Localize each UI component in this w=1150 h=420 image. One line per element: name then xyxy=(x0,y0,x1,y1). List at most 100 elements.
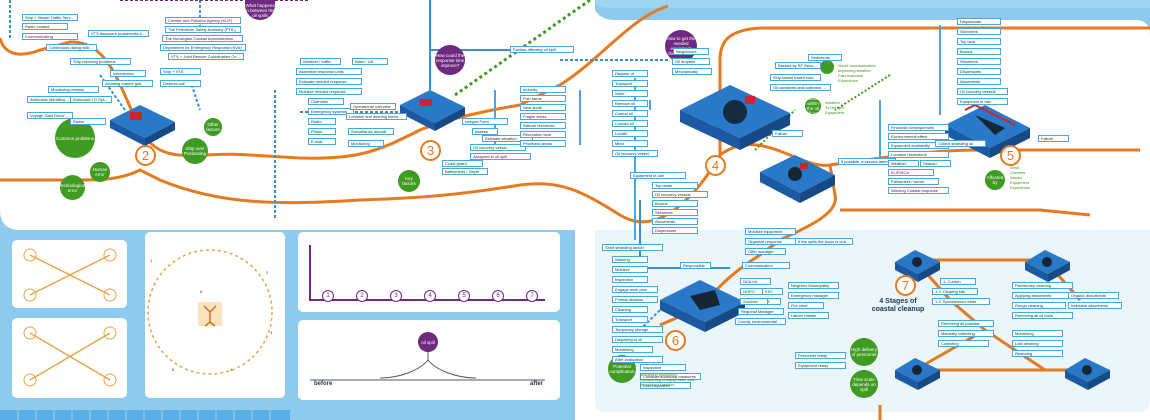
human-error-circle: Human error xyxy=(90,162,110,182)
s4-right-4-box: Failure xyxy=(772,130,803,137)
stage-number-5: 5 xyxy=(1000,145,1021,166)
s5-boxes-5-box: Dispersants xyxy=(957,68,1001,75)
s5-boxes-3-box: Booms xyxy=(957,48,1001,55)
timeline-step-4: 4 xyxy=(424,290,436,302)
spill-circle: oil spill xyxy=(418,332,438,352)
s5-green_list-3: Equipment xyxy=(1010,180,1030,185)
s2-orgs-5-box: Ship + VTS xyxy=(160,68,201,75)
s2-boxes-8-box: Monitoring vessels xyxy=(48,86,99,93)
s4-equip-6-box: Dispersants xyxy=(652,227,698,234)
spill-label: oil spill xyxy=(421,339,435,345)
s6-comm-13-box: Regional Manager xyxy=(738,308,784,315)
s7-right-6-box: Monitoring xyxy=(1012,330,1063,337)
s4-equip-1-box: Top lands xyxy=(652,182,698,189)
stage-number-4: 4 xyxy=(705,155,726,176)
stage7-title: 4 Stages of coastal cleanup xyxy=(871,298,925,313)
s4-green-1: To big spill xyxy=(825,105,844,110)
s7-right-3-box: Rough cleaning xyxy=(1012,302,1066,309)
s6-green-text: Mobilizing personnel, transporting of eq… xyxy=(640,372,695,387)
time-scale-text: Time scale depends on spill xyxy=(852,376,876,392)
s4-col-2-box: Store xyxy=(612,90,648,97)
panel-cross-2 xyxy=(12,318,127,398)
s6-comm-2-box: Offer manager xyxy=(745,248,786,255)
technological-error-circle: Technological error xyxy=(59,175,86,200)
s5-boxes-10-box: Environmental effect xyxy=(888,133,949,140)
s3-boxes-13-box: Monitoring xyxy=(348,140,384,147)
high-delivery-text: High delivery of personnel xyxy=(850,347,877,357)
s3-areas-5-box: Recreation land xyxy=(520,131,566,138)
s7-right-2-box: Organic absorbents xyxy=(1068,292,1119,299)
s3-areas-4-box: Natural resources xyxy=(520,122,566,129)
key-factors-text: Key factors xyxy=(402,176,416,186)
s7-mid-1-box: 1.2. Clearing site xyxy=(932,288,978,295)
s3-areas-1-box: Fish farms xyxy=(520,95,566,102)
s2-orgs-0-box: Climate and Pollution Agency (KLIF) xyxy=(165,17,241,24)
s6-left-12-box: Inspection xyxy=(640,364,686,371)
s5-boxes-1-box: Skimmers xyxy=(957,28,1001,35)
s4-green-2: Equipment xyxy=(825,110,845,115)
potential-complication-text: Potential complication xyxy=(609,364,635,374)
s7-mid-3-box: Removing all possible xyxy=(938,320,994,327)
due-to-text: Collected within the oil spill zone xyxy=(803,96,823,116)
s6-left-2-box: Mobilize xyxy=(612,266,648,273)
s6-left-9-box: Disposing of oil xyxy=(612,336,663,343)
common-problems-text: Common problems xyxy=(55,135,94,141)
s3-boxes-1-box: Warn / UA xyxy=(352,58,388,65)
s7-mid-5-box: Collecting xyxy=(938,340,989,347)
s3-observe-1-box: Assess xyxy=(472,128,498,135)
after-label: after xyxy=(530,381,544,387)
s3-boxes-5-box: Channels xyxy=(308,98,344,105)
timeline-step-1: 1 xyxy=(322,290,334,302)
s4-top-0-box: Neighbours xyxy=(673,48,709,55)
s7-right-1-box: Applying absorbents xyxy=(1012,292,1073,299)
s4-equip-4-box: Skimmers xyxy=(652,209,698,216)
s4-green2-2: Fast response xyxy=(838,73,864,78)
s2-boxes-9-box: Automatic Identification System (AIS) xyxy=(27,96,73,103)
timeline-step-7: 7 xyxy=(526,290,538,302)
s7-right-5-box: Removing all oil trails xyxy=(1012,312,1073,319)
circle-label-4: 4 xyxy=(230,367,233,372)
s5-boxes-12-box: Location restrictions xyxy=(888,151,949,158)
before-label: before xyxy=(314,381,333,387)
s7-mid-0-box: 1. Cordon xyxy=(940,278,976,285)
affected-by-text: Affected by xyxy=(986,175,1004,185)
s3-boxes-11-box: Location and defining factors affecting … xyxy=(346,113,407,120)
s2-boxes-7-box: Avoiding marine grid xyxy=(102,80,153,87)
s3-areas-3-box: Fragile areas xyxy=(520,113,566,120)
s6-left-3-box: Inspection xyxy=(612,276,648,283)
s4-col-7-box: Mind xyxy=(612,140,648,147)
s3-boxes-6-box: Emergency systems xyxy=(308,108,354,115)
ship-positioning-text: Ship over Positioning xyxy=(183,146,206,156)
other-factors-circle: Other factors xyxy=(204,118,222,136)
s4-equip-3-box: Booms xyxy=(652,200,698,207)
s6-comm-10-box: KSC xyxy=(762,288,783,295)
s2-orgs-6-box: Distress call xyxy=(160,80,201,87)
other-factors-text: Other factors xyxy=(206,122,220,132)
top-sky xyxy=(0,0,1150,8)
between-spills-text: What happens in between the oil spills xyxy=(245,2,275,18)
s2-boxes-2-box: Communicating xyxy=(22,33,78,40)
s2-boxes-10-box: Automatic I.D System (AIS) xyxy=(70,96,112,103)
response-time-text: How could the response time improve? xyxy=(435,52,465,68)
s5-boxes-15-box: KLIF/NCA xyxy=(888,169,934,176)
stage6-platform xyxy=(660,280,745,332)
human-error-text: Human error xyxy=(92,167,108,177)
stage-number-6: 6 xyxy=(665,330,686,351)
s4-col-4-box: Control oil xyxy=(612,110,648,117)
key-factors-circle: Key factors xyxy=(398,170,420,192)
s6-left-11-box: After-evaluation xyxy=(612,356,663,363)
s2-boxes-6-box: Intervention xyxy=(110,70,146,77)
s6-left-14-box: Last inspection xyxy=(640,382,691,389)
between-spills-bubble: What happens in between the oil spills xyxy=(245,0,275,20)
s5-boxes-19-box: Failure xyxy=(1038,135,1069,142)
s6-comm-7-box: Harbor master xyxy=(788,312,829,319)
s2-orgs-1-box: The Petroleum Safety Authority (PTIL) xyxy=(165,26,241,33)
s7-right-4-box: Industrial absorbents xyxy=(1068,302,1122,309)
stage-number-7: 7 xyxy=(895,275,916,296)
s4-col-5-box: Contain oil xyxy=(612,120,648,127)
s5-boxes-18-box: Collect stranding oil xyxy=(935,140,986,147)
good-comm-circle xyxy=(820,60,834,74)
s6-comm-1-box: Organize response xyxy=(745,238,799,245)
s7-mid-4-box: Manually collecting xyxy=(938,330,994,337)
